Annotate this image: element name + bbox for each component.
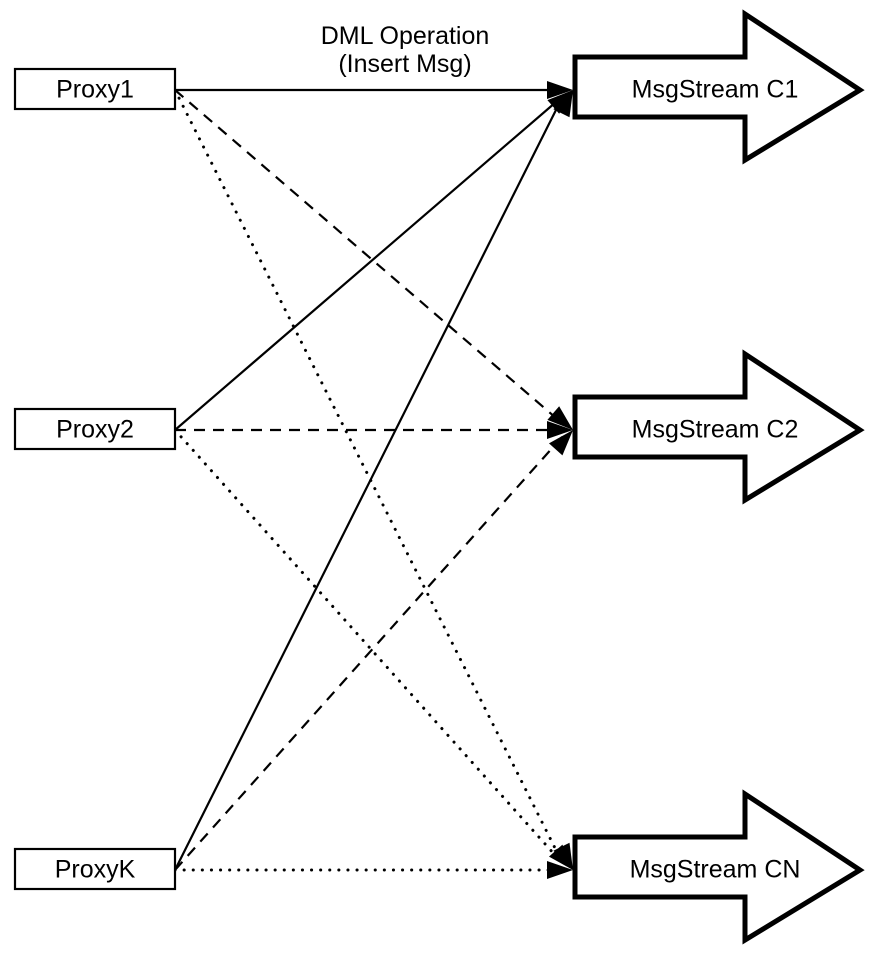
proxy-box-proxy2[interactable] (13, 407, 177, 451)
edge-proxyk-to-stream-c1 (174, 97, 563, 871)
arrowhead-edge-proxy2-c2 (547, 421, 573, 439)
proxy-label-proxy1: Proxy1 (56, 76, 134, 104)
proxy-node-proxy1[interactable]: Proxy1 (13, 67, 177, 111)
arrowhead-edge-proxyk-c2 (548, 430, 573, 456)
stream-nodes-layer: MsgStream C1 MsgStream C2 MsgStream CN (572, 9, 865, 945)
caption-line-1: DML Operation (321, 22, 490, 50)
edge-proxy2-to-stream-c1 (174, 95, 564, 431)
arrowhead-edge-proxy1-c1 (547, 81, 573, 99)
proxy-box-proxyk[interactable] (13, 847, 177, 891)
edges-layer (173, 88, 568, 872)
arrowhead-edge-proxy1-c2 (547, 406, 573, 430)
edge-proxy1-to-stream-cn (173, 88, 564, 864)
edge-proxy1-to-stream-c2 (174, 89, 564, 425)
stream-label-stream-c1: MsgStream C1 (632, 76, 799, 104)
edge-proxy2-to-stream-cn (173, 428, 565, 866)
arrowhead-edge-proxy2-cn (548, 844, 573, 870)
proxy-label-proxyk: ProxyK (55, 856, 136, 884)
stream-node-stream-cn[interactable]: MsgStream CN (572, 789, 865, 945)
stream-label-stream-cn: MsgStream CN (630, 856, 801, 884)
proxy-box-proxy1[interactable] (13, 67, 177, 111)
stream-node-stream-c1[interactable]: MsgStream C1 (572, 9, 865, 165)
arrowhead-edge-proxyk-c1 (553, 90, 573, 118)
stream-arrow-shape-stream-cn[interactable] (572, 789, 865, 945)
arrowhead-edge-proxyk-cn (547, 861, 573, 879)
caption-line-2: (Insert Msg) (338, 50, 471, 78)
arrowhead-edge-proxy2-c1 (547, 90, 573, 114)
stream-arrow-shape-stream-c2[interactable] (572, 349, 865, 505)
edge-proxyk-to-stream-c2 (174, 435, 564, 871)
stream-label-stream-c2: MsgStream C2 (632, 416, 799, 444)
proxy-node-proxyk[interactable]: ProxyK (13, 847, 177, 891)
arrow-heads-layer (547, 81, 573, 879)
proxy-label-proxy2: Proxy2 (56, 416, 134, 444)
stream-node-stream-c2[interactable]: MsgStream C2 (572, 349, 865, 505)
proxy-node-proxy2[interactable]: Proxy2 (13, 407, 177, 451)
caption-dml-operation: DML Operation (Insert Msg) (321, 22, 490, 78)
stream-arrow-shape-stream-c1[interactable] (572, 9, 865, 165)
